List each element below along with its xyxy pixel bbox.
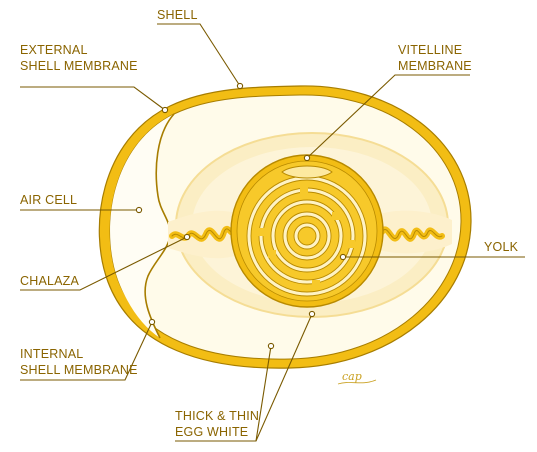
yolk-ring-gaps	[255, 186, 355, 290]
label-external-line1: EXTERNAL	[20, 43, 88, 57]
air-cell	[110, 114, 174, 338]
artist-signature: cap	[342, 370, 362, 383]
leader-dots	[135, 82, 347, 350]
signature-underline	[337, 379, 377, 385]
leader-lines	[20, 23, 525, 442]
label-external-line2: SHELL MEMBRANE	[20, 59, 138, 73]
label-vitelline-line2: MEMBRANE	[398, 59, 472, 73]
chalaza-right-outline	[381, 229, 443, 240]
label-egg-white-line2: EGG WHITE	[175, 425, 248, 439]
label-shell: SHELL	[157, 8, 198, 22]
germinal-disc	[281, 165, 333, 179]
label-chalaza: CHALAZA	[20, 274, 80, 288]
label-vitelline-line1: VITELLINE	[398, 43, 462, 57]
label-egg-white-line1: THICK & THIN	[175, 409, 259, 423]
yolk-ring-outlines	[246, 175, 368, 297]
label-air-cell: AIR CELL	[20, 193, 77, 207]
label-internal-line2: SHELL MEMBRANE	[20, 363, 138, 377]
label-yolk: YOLK	[484, 240, 519, 254]
chalaza-left-outline	[171, 228, 237, 240]
label-internal-line1: INTERNAL	[20, 347, 83, 361]
